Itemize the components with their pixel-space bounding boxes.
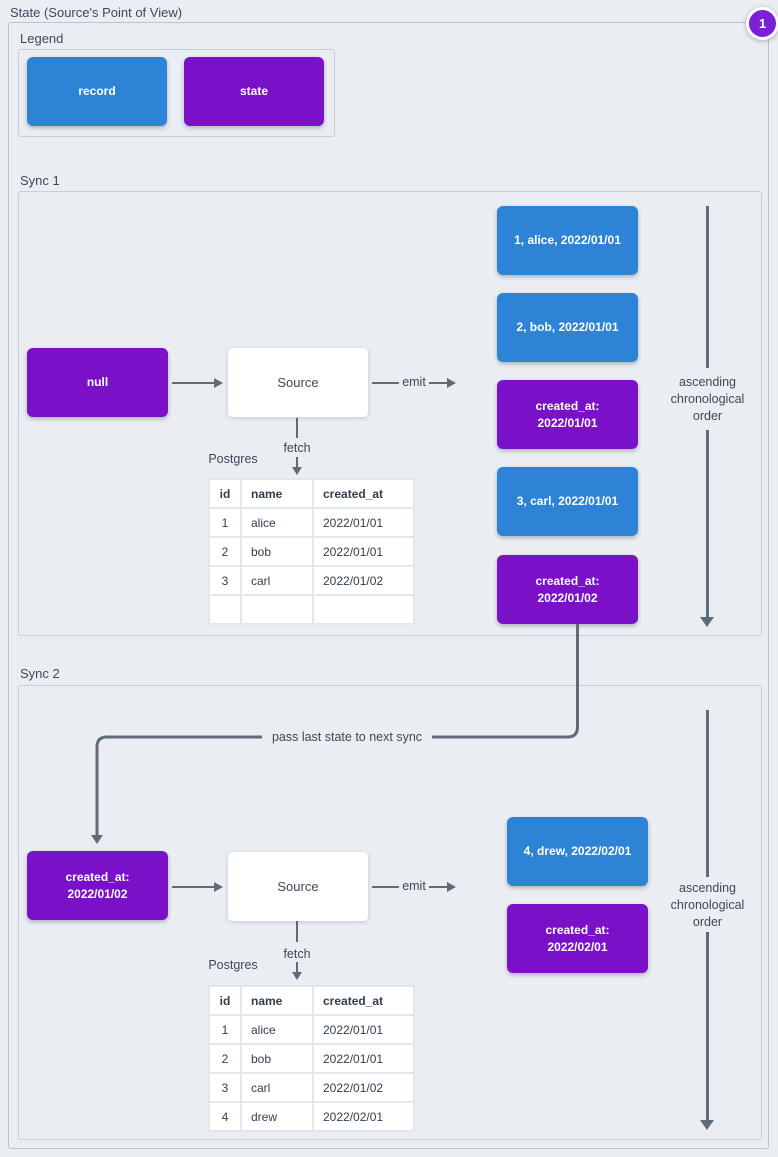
sync1-fetch-label: fetch [283, 441, 311, 455]
table-cell: 2022/01/02 [314, 1074, 413, 1101]
fetch-arrow-line [296, 921, 298, 942]
table-row: 1 alice 2022/01/01 [210, 509, 413, 536]
record-box: 4, drew, 2022/02/01 [507, 817, 648, 886]
connector-label: pass last state to next sync [262, 729, 432, 745]
table-cell: 2022/01/02 [314, 567, 413, 594]
table-row: 2 bob 2022/01/01 [210, 1045, 413, 1072]
sync1-input-state-box: null [27, 348, 168, 417]
table-cell: 3 [210, 1074, 240, 1101]
order-arrow-line [706, 430, 709, 617]
legend-panel [18, 49, 335, 137]
legend-state-swatch: state [184, 57, 324, 126]
table-header-cell: id [210, 987, 240, 1014]
arrow-down-icon [91, 835, 103, 844]
table-cell: 1 [210, 509, 240, 536]
table-header-cell: id [210, 480, 240, 507]
table-cell: carl [242, 1074, 312, 1101]
arrow-right-icon [214, 882, 223, 892]
table-cell: 1 [210, 1016, 240, 1043]
order-arrow-line [706, 206, 709, 368]
fetch-arrow-line [296, 962, 298, 972]
order-arrow-line [706, 710, 709, 877]
record-box: 1, alice, 2022/01/01 [497, 206, 638, 275]
sync1-emit-label: emit [402, 375, 426, 389]
state-box: created_at: 2022/01/01 [497, 380, 638, 449]
emit-arrow-line [429, 886, 447, 888]
table-cell: bob [242, 1045, 312, 1072]
table-cell: 2022/01/01 [314, 538, 413, 565]
table-header-cell: name [242, 480, 312, 507]
emit-arrow-line [372, 382, 399, 384]
arrow-down-icon [700, 617, 714, 627]
sync2-source-box: Source [228, 852, 368, 921]
state-box: created_at: 2022/01/02 [497, 555, 638, 624]
table-cell: alice [242, 509, 312, 536]
table-cell: 2 [210, 1045, 240, 1072]
sync2-postgres-table: id name created_at 1 alice 2022/01/01 2 … [208, 985, 415, 1132]
arrow-down-icon [292, 972, 302, 980]
legend-record-swatch: record [27, 57, 167, 126]
table-cell [210, 596, 240, 623]
page-title: State (Source's Point of View) [10, 5, 183, 20]
table-cell: 2 [210, 538, 240, 565]
table-cell: drew [242, 1103, 312, 1130]
table-cell: carl [242, 567, 312, 594]
emit-arrow-line [429, 382, 447, 384]
state-to-source-arrow [172, 886, 214, 888]
sync1-source-box: Source [228, 348, 368, 417]
table-cell: alice [242, 1016, 312, 1043]
table-header-row: id name created_at [210, 480, 413, 507]
table-header-row: id name created_at [210, 987, 413, 1014]
sync2-database-label: Postgres [208, 958, 258, 972]
arrow-down-icon [700, 1120, 714, 1130]
annotation-badge[interactable]: 1 [746, 7, 778, 40]
table-header-cell: created_at [314, 480, 413, 507]
sync2-title: Sync 2 [20, 666, 60, 681]
sync1-database-label: Postgres [208, 452, 258, 466]
sync1-title: Sync 1 [20, 173, 60, 188]
sync2-emit-label: emit [402, 879, 426, 893]
legend-title: Legend [20, 31, 64, 46]
table-row: 4 drew 2022/02/01 [210, 1103, 413, 1130]
fetch-arrow-line [296, 457, 298, 467]
sync1-order-note: ascending chronological order [670, 375, 745, 423]
table-cell: 2022/01/01 [314, 509, 413, 536]
table-header-cell: name [242, 987, 312, 1014]
fetch-arrow-line [296, 418, 298, 438]
table-cell: 2022/01/01 [314, 1045, 413, 1072]
arrow-right-icon [447, 882, 456, 892]
table-row: 3 carl 2022/01/02 [210, 567, 413, 594]
order-arrow-line [706, 932, 709, 1120]
sync1-postgres-table: id name created_at 1 alice 2022/01/01 2 … [208, 478, 415, 625]
arrow-right-icon [214, 378, 223, 388]
table-cell: 2022/02/01 [314, 1103, 413, 1130]
arrow-right-icon [447, 378, 456, 388]
table-header-cell: created_at [314, 987, 413, 1014]
table-cell: 4 [210, 1103, 240, 1130]
table-row [210, 596, 413, 623]
table-cell: bob [242, 538, 312, 565]
record-box: 2, bob, 2022/01/01 [497, 293, 638, 362]
outer-panel [8, 22, 769, 1149]
sync2-input-state-box: created_at: 2022/01/02 [27, 851, 168, 920]
emit-arrow-line [372, 886, 399, 888]
record-box: 3, carl, 2022/01/01 [497, 467, 638, 536]
sync2-order-note: ascending chronological order [670, 881, 745, 929]
state-to-source-arrow [172, 382, 214, 384]
arrow-down-icon [292, 467, 302, 475]
table-cell: 2022/01/01 [314, 1016, 413, 1043]
table-cell: 3 [210, 567, 240, 594]
state-box: created_at: 2022/02/01 [507, 904, 648, 973]
table-row: 2 bob 2022/01/01 [210, 538, 413, 565]
table-cell [242, 596, 312, 623]
table-cell [314, 596, 413, 623]
table-row: 1 alice 2022/01/01 [210, 1016, 413, 1043]
table-row: 3 carl 2022/01/02 [210, 1074, 413, 1101]
sync2-fetch-label: fetch [283, 947, 311, 961]
